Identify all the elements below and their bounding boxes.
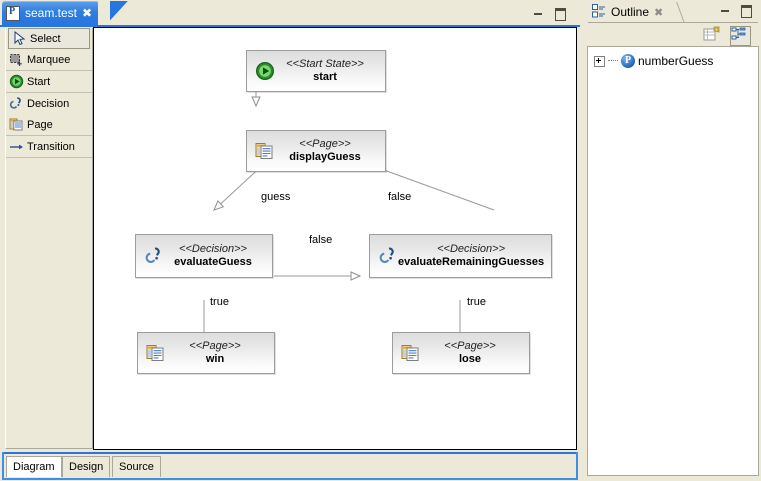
outline-tab-label: Outline [611, 5, 650, 19]
maximize-icon[interactable] [741, 5, 752, 18]
node-stereotype: <<Page>> [299, 138, 351, 151]
page-icon [146, 343, 166, 363]
palette-item-marquee[interactable]: Marquee [6, 49, 92, 70]
tree-item-numberGuess[interactable]: numberGuess [594, 54, 713, 68]
node-stereotype: <<Page>> [444, 340, 496, 353]
editor-tab-label: seam.test [25, 6, 78, 20]
package-icon [621, 54, 635, 68]
expand-icon[interactable] [594, 55, 605, 67]
minimize-icon[interactable] [721, 5, 729, 12]
palette-item-label: Page [27, 118, 53, 131]
diagram-node-lose[interactable]: <<Page>> lose [392, 332, 530, 374]
minimize-icon[interactable] [534, 8, 542, 15]
palette-item-label: Decision [27, 97, 70, 110]
maximize-icon[interactable] [555, 8, 566, 21]
tab-design[interactable]: Design [62, 456, 111, 477]
outline-tab-underline [588, 22, 758, 23]
palette-item-label: Marquee [27, 53, 71, 66]
editor-accent-line-left [2, 452, 4, 480]
decision-icon [9, 96, 24, 111]
outline-tab[interactable]: Outline ✖ [588, 2, 667, 22]
editor-bottom-tab-folder: Diagram Design Source [0, 452, 580, 481]
diagram-node-displayGuess[interactable]: <<Page>> displayGuess [246, 130, 386, 172]
node-name: start [313, 71, 337, 83]
palette: Select Marquee [5, 28, 93, 449]
node-text: <<Page>> win [166, 340, 274, 365]
node-stereotype: <<Decision>> [179, 243, 247, 256]
tree-item-label: numberGuess [638, 54, 714, 68]
file-page-icon [6, 5, 20, 21]
node-name: evaluateRemainingGuesses [398, 256, 545, 268]
diagram-node-win[interactable]: <<Page>> win [137, 332, 275, 374]
outline-toolbar [585, 24, 761, 46]
outline-tab-bar: Outline ✖ [585, 0, 761, 24]
palette-item-page[interactable]: Page [6, 114, 92, 135]
palette-item-transition[interactable]: Transition [6, 136, 92, 157]
editor-accent-line-top [2, 452, 578, 454]
palette-group-tools: Select Marquee [6, 28, 92, 71]
palette-item-label: Select [30, 32, 61, 45]
diagram-canvas-frame[interactable]: <<Start State>> start [93, 27, 577, 450]
editor-part: seam.test ✖ Select [0, 0, 580, 481]
edge-label-false-mid: false [309, 234, 333, 246]
node-text: <<Decision>> evaluateGuess [164, 243, 272, 268]
edge-label-true-left: true [210, 296, 229, 308]
node-text: <<Start State>> start [275, 58, 385, 83]
node-stereotype: <<Start State>> [286, 58, 364, 71]
show-properties-icon[interactable] [703, 26, 722, 44]
page-icon [401, 343, 421, 363]
palette-item-start[interactable]: Start [6, 71, 92, 92]
diagram-node-evaluateRemainingGuesses[interactable]: <<Decision>> evaluateRemainingGuesses [369, 234, 552, 278]
decision-icon [144, 246, 164, 266]
node-stereotype: <<Page>> [189, 340, 241, 353]
page-icon [9, 117, 24, 132]
node-name: win [205, 353, 225, 365]
editor-accent-line-right [576, 452, 578, 480]
editor-client-area: Select Marquee [0, 27, 580, 452]
tree-connector [608, 60, 618, 62]
start-state-icon [255, 61, 275, 81]
node-name: lose [458, 353, 481, 365]
palette-item-select[interactable]: Select [8, 28, 90, 49]
transition-arrow-icon [9, 139, 24, 154]
editor-tab-seam-test[interactable]: seam.test ✖ [2, 1, 99, 25]
outline-tree[interactable]: numberGuess [587, 46, 759, 476]
tab-source[interactable]: Source [112, 456, 161, 477]
edge-label-true-right: true [467, 296, 486, 308]
palette-item-label: Transition [27, 140, 75, 153]
outline-view-part: Outline ✖ [585, 0, 761, 481]
outline-tab-slope-decoration [676, 2, 699, 23]
tab-diagram[interactable]: Diagram [6, 456, 62, 477]
diagram-node-evaluateGuess[interactable]: <<Decision>> evaluateGuess [135, 234, 273, 278]
outline-icon [592, 3, 606, 21]
close-icon[interactable]: ✖ [654, 6, 664, 19]
palette-group-nodes: Decision Page [6, 93, 92, 136]
editor-tab-bar: seam.test ✖ [0, 0, 580, 27]
page-icon [255, 141, 275, 161]
start-state-icon [9, 74, 24, 89]
diagram-node-start[interactable]: <<Start State>> start [246, 50, 386, 92]
editor-accent-line-bottom [2, 478, 578, 480]
node-text: <<Decision>> evaluateRemainingGuesses [398, 243, 554, 268]
diagram-canvas[interactable]: <<Start State>> start [94, 28, 576, 449]
close-icon[interactable]: ✖ [82, 6, 93, 20]
edge-label-false-top: false [388, 191, 412, 203]
decision-icon [378, 246, 398, 266]
marquee-icon [9, 52, 24, 67]
node-text: <<Page>> lose [421, 340, 529, 365]
palette-group-connections: Transition [6, 136, 92, 158]
tab-slope-decoration [110, 1, 132, 25]
editor-tab-underline [0, 25, 580, 27]
palette-item-decision[interactable]: Decision [6, 93, 92, 114]
edge-label-guess: guess [261, 191, 291, 203]
node-text: <<Page>> displayGuess [275, 138, 385, 163]
node-name: evaluateGuess [174, 256, 252, 268]
palette-group-start: Start [6, 71, 92, 93]
palette-item-label: Start [27, 75, 51, 88]
node-name: displayGuess [289, 151, 361, 163]
node-stereotype: <<Decision>> [437, 243, 505, 256]
hierarchical-layout-icon[interactable] [730, 26, 751, 46]
cursor-icon [12, 30, 27, 46]
